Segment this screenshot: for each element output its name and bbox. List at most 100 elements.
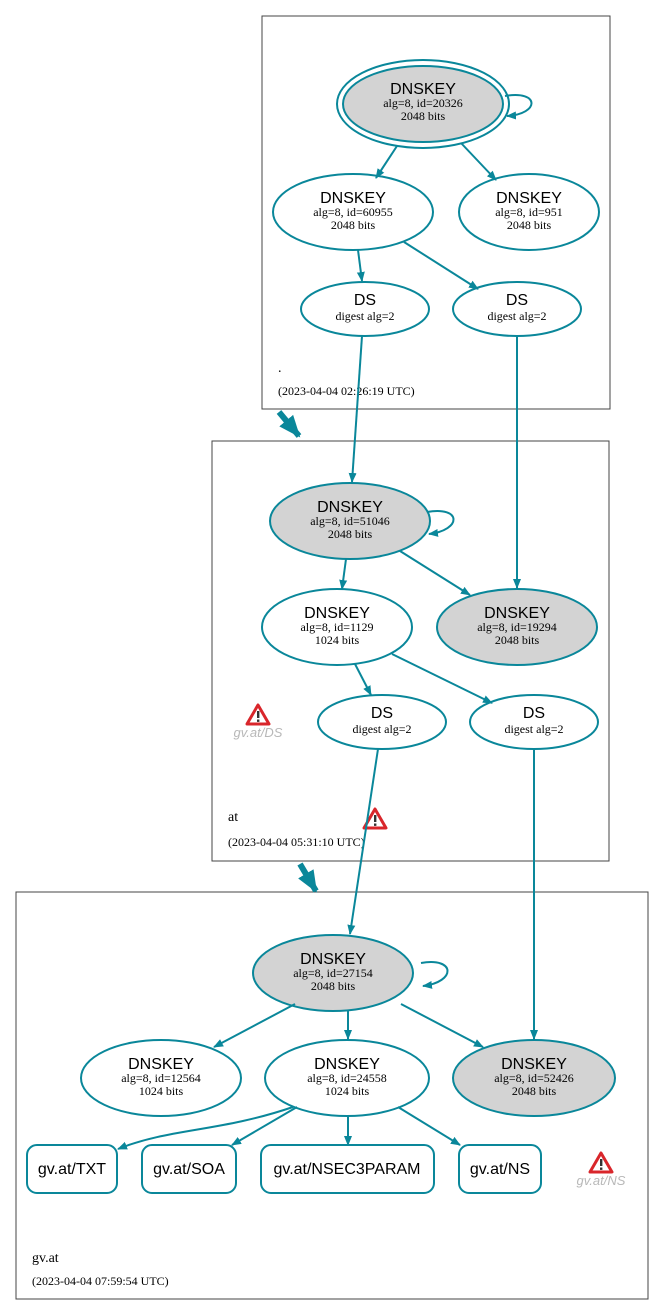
root-key951-alg: alg=8, id=951 [495,205,563,219]
gvat-zsk-to-txt-edge [117,1106,294,1150]
gvat-key52426-alg: alg=8, id=52426 [494,1071,574,1085]
at-zone-name: at [228,810,238,825]
gvat-rrset-ns-box [458,1144,542,1194]
gvat-key12564-bits: 1024 bits [139,1084,184,1098]
gvat-zsk-to-soa-edge [231,1106,298,1146]
at-ksk-to-key19294-edge [399,550,471,596]
at-ds1-ellipse [317,694,447,750]
root-ksk-bits: 2048 bits [401,109,446,123]
root-ksk-title: DNSKEY [390,81,456,98]
root-ksk-alg: alg=8, id=20326 [383,96,463,110]
at-key19294-ellipse [436,588,598,666]
at-zsk-to-ds1-edge [354,663,372,696]
gvat-zsk-node[interactable]: DNSKEY alg=8, id=24558 1024 bits [264,1039,430,1117]
root-ksk-node[interactable]: DNSKEY alg=8, id=20326 2048 bits [336,59,510,149]
root-ds2-node[interactable]: DS digest alg=2 [452,281,582,337]
at-key19294-title: DNSKEY [484,605,550,622]
gvat-key52426-ellipse [452,1039,616,1117]
root-ds2-title: DS [506,292,528,309]
gvat-ns-warning-label: gv.at/NS [577,1173,626,1188]
root-ds1-ellipse [300,281,430,337]
at-key19294-bits: 2048 bits [495,633,540,647]
zone-root: DNSKEY alg=8, id=20326 2048 bits DNSKEY … [261,15,611,410]
at-ksk-to-zsk-edge [339,558,348,590]
at-zsk-to-ds2-edge [391,653,493,704]
at-ds2-digest: digest alg=2 [504,722,563,736]
at-ds1-node[interactable]: DS digest alg=2 [317,694,447,750]
root-ds2-digest: digest alg=2 [487,309,546,323]
at-zsk-bits: 1024 bits [315,633,360,647]
gvat-key52426-title: DNSKEY [501,1056,567,1073]
root-ds1-to-at-ksk-edge [348,335,363,483]
zone-at: DNSKEY alg=8, id=51046 2048 bits DNSKEY … [211,440,610,862]
root-ksk-to-zsk-edge [375,145,398,179]
root-edges [356,94,533,290]
root-zsk-node[interactable]: DNSKEY alg=8, id=60955 2048 bits [272,173,434,251]
at-ksk-bits: 2048 bits [328,527,373,541]
gvat-key12564-ellipse [80,1039,242,1117]
root-key951-node[interactable]: DNSKEY alg=8, id=951 2048 bits [458,173,600,251]
at-ksk-self-edge [426,510,455,537]
at-ds-warning-label: gv.at/DS [234,725,283,740]
at-ds-warning-icon[interactable] [245,703,271,726]
gvat-ksk-title: DNSKEY [300,951,366,968]
root-zsk-to-ds1-edge [356,249,365,282]
at-ds2-node[interactable]: DS digest alg=2 [469,694,599,750]
zone-root-box [261,15,611,410]
root-to-at-delegation-arrow [276,410,302,438]
root-zone-timestamp: (2023-04-04 02:26:19 UTC) [278,384,415,398]
gvat-zsk-to-ns-edge [397,1106,461,1146]
at-zsk-node[interactable]: DNSKEY alg=8, id=1129 1024 bits [261,588,413,666]
gvat-rrset-nsec3param-label: gv.at/NSEC3PARAM [273,1161,420,1178]
at-ds1-title: DS [371,705,393,722]
gvat-ksk-node[interactable]: DNSKEY alg=8, id=27154 2048 bits [252,934,414,1012]
gvat-zone-name: gv.at [32,1251,59,1266]
gvat-key12564-node[interactable]: DNSKEY alg=8, id=12564 1024 bits [80,1039,242,1117]
root-key951-ellipse [458,173,600,251]
at-ds1-digest: digest alg=2 [352,722,411,736]
gvat-key52426-node[interactable]: DNSKEY alg=8, id=52426 2048 bits [452,1039,616,1117]
gvat-key52426-bits: 2048 bits [512,1084,557,1098]
at-ksk-node[interactable]: DNSKEY alg=8, id=51046 2048 bits [269,482,431,560]
root-zsk-ellipse [272,173,434,251]
cross-zone-edges [276,335,538,1040]
gvat-ns-warning-bar [600,1159,603,1166]
gvat-key12564-title: DNSKEY [128,1056,194,1073]
gvat-ksk-to-key12564-edge [213,1003,296,1048]
at-zsk-ellipse [261,588,413,666]
gvat-ns-warning-dot [600,1167,603,1170]
gvat-rrset-nsec3param[interactable]: gv.at/NSEC3PARAM [260,1144,435,1194]
at-zone-warning-dot [374,823,377,826]
gvat-rrset-txt[interactable]: gv.at/TXT [26,1144,118,1194]
gvat-rrset-txt-box [26,1144,118,1194]
gvat-edges [117,961,484,1150]
gvat-ns-warning-icon[interactable] [588,1151,614,1174]
root-key951-bits: 2048 bits [507,218,552,232]
gvat-rrset-soa[interactable]: gv.at/SOA [141,1144,237,1194]
gvat-key12564-alg: alg=8, id=12564 [121,1071,201,1085]
root-ds1-node[interactable]: DS digest alg=2 [300,281,430,337]
at-zsk-alg: alg=8, id=1129 [300,620,373,634]
at-ksk-alg: alg=8, id=51046 [310,514,390,528]
root-zsk-alg: alg=8, id=60955 [313,205,393,219]
root-key951-title: DNSKEY [496,190,562,207]
at-zone-timestamp: (2023-04-04 05:31:10 UTC) [228,835,365,849]
gvat-rrset-ns[interactable]: gv.at/NS [458,1144,542,1194]
at-key19294-alg: alg=8, id=19294 [477,620,557,634]
gvat-ksk-ellipse [252,934,414,1012]
at-zone-warning-icon[interactable] [362,807,388,830]
root-ksk-to-key951-edge [460,142,497,181]
root-zsk-to-ds2-edge [403,241,479,290]
root-ksk-inner-ellipse [342,65,504,143]
root-zsk-title: DNSKEY [320,190,386,207]
gvat-ksk-to-key52426-edge [400,1003,484,1048]
gvat-zsk-bits: 1024 bits [325,1084,370,1098]
at-zone-warning-bar [374,815,377,822]
gvat-rrset-ns-label: gv.at/NS [470,1161,530,1178]
gvat-rrset-soa-box [141,1144,237,1194]
root-ds1-digest: digest alg=2 [335,309,394,323]
at-key19294-node[interactable]: DNSKEY alg=8, id=19294 2048 bits [436,588,598,666]
root-zone-name: . [278,361,282,376]
at-ds1-to-gvat-ksk-edge [347,748,379,935]
